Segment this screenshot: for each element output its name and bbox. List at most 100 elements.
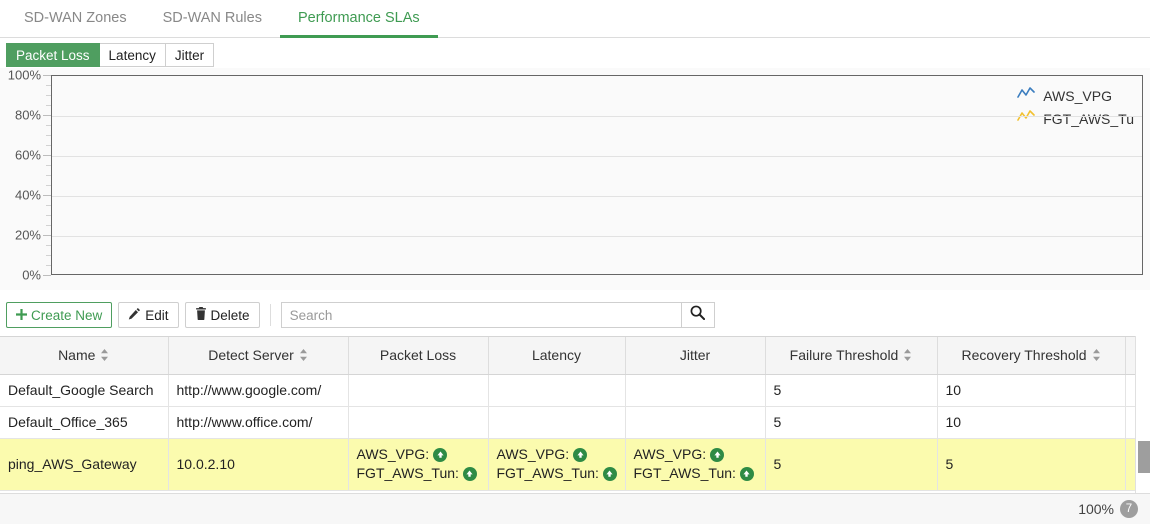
chart-legend: AWS_VPG FGT_AWS_Tu: [1017, 86, 1134, 128]
cell-packet-loss: [348, 374, 489, 407]
metric-toggle-group: Packet Loss Latency Jitter: [6, 43, 215, 67]
cell-jitter: [625, 374, 766, 407]
legend-line-icon: [1017, 109, 1036, 128]
column-header-packet-loss[interactable]: Packet Loss: [348, 337, 489, 375]
y-axis-major-tick: [43, 235, 51, 236]
column-header-failure-threshold[interactable]: Failure Threshold: [765, 337, 938, 375]
column-header-label: Jitter: [679, 347, 711, 364]
cell-failure-threshold: 5: [765, 406, 938, 439]
table-row[interactable]: Default_Office_365 http://www.office.com/…: [0, 406, 1150, 439]
y-axis-minor-tick: [46, 255, 51, 256]
y-axis-tick-label: 80%: [14, 107, 41, 123]
column-header-label: Detect Server: [208, 347, 294, 364]
cell-failure-threshold: 5: [765, 374, 938, 407]
column-header-label: Name: [58, 347, 96, 364]
cell-detect-server: http://www.google.com/: [168, 374, 349, 407]
tab-performance-slas[interactable]: Performance SLAs: [279, 0, 438, 38]
cell-jitter: AWS_VPG:FGT_AWS_Tun:: [625, 438, 766, 491]
cell-failure-threshold-value: 5: [773, 456, 782, 472]
y-axis-tick-label: 20%: [14, 227, 41, 243]
y-axis-minor-tick: [46, 215, 51, 216]
column-header-detect-server[interactable]: Detect Server: [168, 337, 349, 375]
search-input[interactable]: [280, 302, 681, 328]
y-axis-minor-tick: [46, 145, 51, 146]
search-group: [280, 302, 715, 328]
legend-item-fgt_aws_tu[interactable]: FGT_AWS_Tu: [1017, 109, 1134, 128]
tab-sd-wan-rules[interactable]: SD-WAN Rules: [145, 0, 280, 38]
column-header-inner: Detect Server: [208, 347, 308, 363]
metric-button-label: Latency: [108, 47, 156, 63]
sort-arrows-icon[interactable]: [1092, 349, 1101, 362]
toolbar-divider: [269, 304, 271, 326]
status-entry-label: FGT_AWS_Tun:: [496, 465, 599, 481]
cell-latency: AWS_VPG: FGT_AWS_Tun:: [488, 438, 626, 491]
chart-gridline: [52, 236, 1142, 237]
column-header-inner: Packet Loss: [380, 347, 456, 363]
column-header-inner: Latency: [532, 347, 581, 363]
column-header-name[interactable]: Name: [0, 337, 169, 375]
table-row[interactable]: Default_Google Search http://www.google.c…: [0, 374, 1150, 407]
metric-button-latency[interactable]: Latency: [99, 43, 166, 67]
cell-failure-threshold: 5: [765, 438, 938, 491]
column-header-inner: Failure Threshold: [790, 347, 913, 363]
table-vertical-scrollbar[interactable]: [1135, 336, 1150, 493]
y-axis-tick-label: 0%: [22, 267, 41, 283]
sort-arrows-icon[interactable]: [299, 349, 308, 362]
sort-arrows-icon[interactable]: [903, 349, 912, 362]
column-header-jitter[interactable]: Jitter: [625, 337, 766, 375]
legend-label: FGT_AWS_Tu: [1043, 110, 1134, 127]
chart-y-axis: 0%20%40%60%80%100%: [0, 68, 45, 290]
cell-name-value: Default_Google Search: [8, 382, 154, 398]
cell-detect-server-value: http://www.google.com/: [176, 382, 322, 398]
chart-y-ticks: [38, 75, 51, 276]
plus-icon: [16, 308, 27, 323]
edit-button[interactable]: Edit: [118, 302, 179, 328]
scrollbar-thumb[interactable]: [1138, 441, 1150, 473]
status-entry: FGT_AWS_Tun:: [497, 464, 617, 483]
search-button[interactable]: [680, 302, 715, 328]
legend-line-icon: [1017, 86, 1036, 105]
cell-detect-server: http://www.office.com/: [168, 406, 349, 439]
zoom-level: 100%: [1078, 501, 1114, 517]
column-header-latency[interactable]: Latency: [488, 337, 626, 375]
status-up-arrow-icon: [573, 447, 588, 462]
y-axis-tick-label: 40%: [14, 187, 41, 203]
delete-button[interactable]: Delete: [184, 302, 260, 328]
column-header-inner: Recovery Threshold: [961, 347, 1100, 363]
create-new-button[interactable]: Create New: [6, 302, 113, 328]
chart-gridline: [52, 156, 1142, 157]
cell-name-value: Default_Office_365: [8, 414, 128, 430]
status-entry: AWS_VPG:: [634, 445, 757, 464]
cell-recovery-threshold-value: 10: [945, 414, 962, 430]
status-up-arrow-icon: [462, 466, 477, 481]
cell-recovery-threshold-value: 5: [945, 456, 954, 472]
y-axis-major-tick: [43, 195, 51, 196]
sla-table: Name Detect Server Packet Loss Latency Jitte…: [0, 337, 1150, 491]
y-axis-minor-tick: [46, 125, 51, 126]
sort-arrows-icon[interactable]: [100, 349, 109, 362]
pencil-icon: [128, 307, 141, 323]
cell-recovery-threshold: 10: [937, 406, 1126, 439]
column-header-label: Failure Threshold: [789, 347, 899, 364]
table-toolbar: Create New Edit Delete: [0, 299, 1150, 331]
cell-name: ping_AWS_Gateway: [0, 438, 169, 491]
cell-name: Default_Google Search: [0, 374, 169, 407]
chart-gridline: [52, 196, 1142, 197]
tab-sd-wan-zones[interactable]: SD-WAN Zones: [6, 0, 145, 38]
column-header-recovery-threshold[interactable]: Recovery Threshold: [937, 337, 1126, 375]
y-axis-minor-tick: [46, 185, 51, 186]
metric-button-jitter[interactable]: Jitter: [165, 43, 215, 67]
y-axis-minor-tick: [46, 225, 51, 226]
legend-item-aws_vpg[interactable]: AWS_VPG: [1017, 86, 1134, 105]
y-axis-minor-tick: [46, 85, 51, 86]
status-entry-label: AWS_VPG:: [496, 446, 570, 462]
metric-button-packet-loss[interactable]: Packet Loss: [6, 43, 100, 67]
column-header-inner: Name: [58, 347, 109, 363]
record-count-badge[interactable]: 7: [1120, 500, 1138, 518]
status-entry: FGT_AWS_Tun:: [357, 464, 480, 483]
legend-label: AWS_VPG: [1043, 87, 1112, 104]
